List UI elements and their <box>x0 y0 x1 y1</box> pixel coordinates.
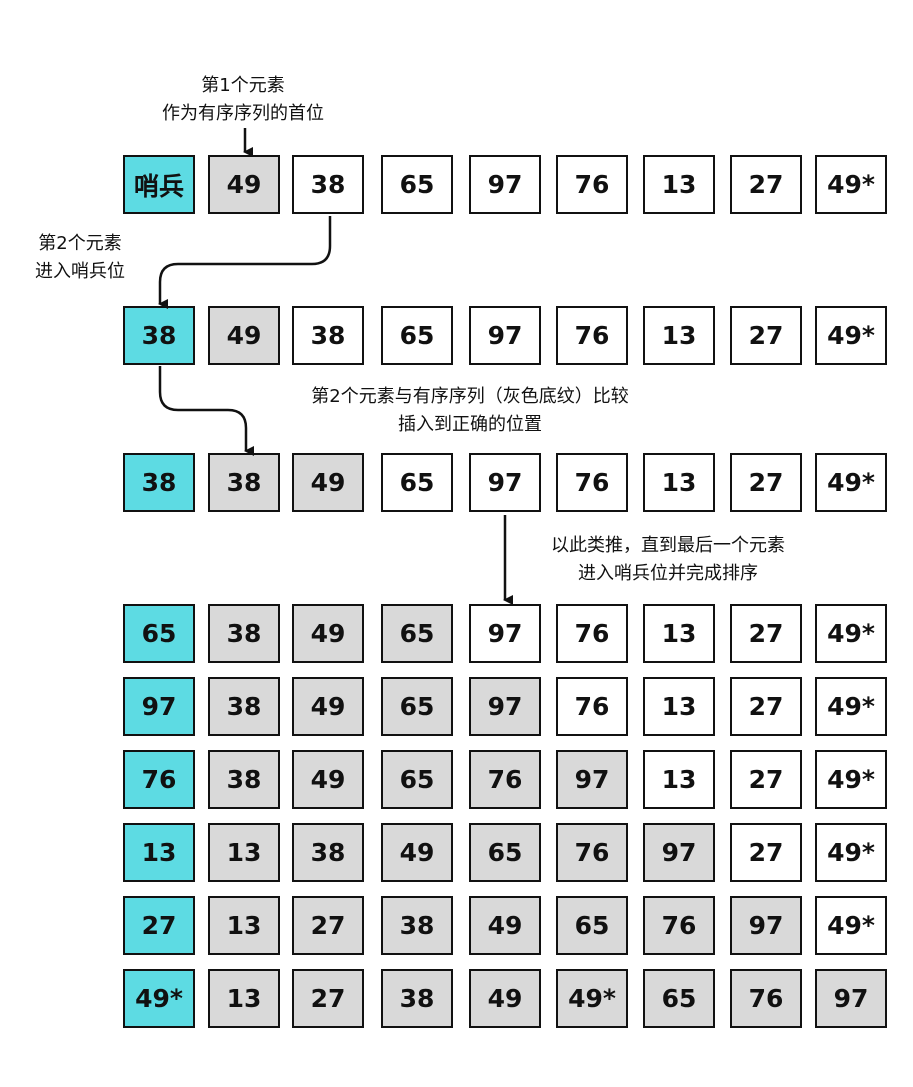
annotation-first-element: 第1个元素 作为有序序列的首位 <box>148 72 338 128</box>
sentinel-cell: 76 <box>123 750 195 809</box>
array-cell: 65 <box>556 896 628 955</box>
sentinel-cell: 哨兵 <box>123 155 195 214</box>
array-cell: 49 <box>292 677 364 736</box>
array-cell: 27 <box>730 306 802 365</box>
array-cell: 49 <box>208 306 280 365</box>
array-cell: 49 <box>381 823 453 882</box>
arrow-insert <box>158 366 254 456</box>
array-cell: 97 <box>469 155 541 214</box>
array-cell: 65 <box>381 453 453 512</box>
array-cell: 49* <box>815 896 887 955</box>
array-cell: 49* <box>556 969 628 1028</box>
array-cell: 97 <box>469 677 541 736</box>
array-cell: 65 <box>643 969 715 1028</box>
array-cell: 76 <box>556 155 628 214</box>
array-cell: 49 <box>208 155 280 214</box>
array-cell: 27 <box>292 896 364 955</box>
array-cell: 49 <box>292 453 364 512</box>
array-cell: 76 <box>556 677 628 736</box>
array-cell: 13 <box>643 677 715 736</box>
array-cell: 27 <box>730 604 802 663</box>
array-cell: 38 <box>208 750 280 809</box>
array-cell: 38 <box>381 896 453 955</box>
array-cell: 65 <box>381 604 453 663</box>
array-cell: 13 <box>643 604 715 663</box>
annotation-and-so-on: 以此类推，直到最后一个元素 进入哨兵位并完成排序 <box>518 532 818 588</box>
annotation-line: 进入哨兵位 <box>35 261 125 282</box>
array-cell: 13 <box>208 969 280 1028</box>
array-cell: 65 <box>381 155 453 214</box>
array-cell: 76 <box>556 604 628 663</box>
array-cell: 49* <box>815 750 887 809</box>
array-cell: 97 <box>469 306 541 365</box>
array-cell: 38 <box>292 155 364 214</box>
array-cell: 13 <box>643 306 715 365</box>
array-cell: 49 <box>292 750 364 809</box>
array-cell: 97 <box>469 604 541 663</box>
annotation-line: 作为有序序列的首位 <box>162 103 324 124</box>
annotation-line: 进入哨兵位并完成排序 <box>578 563 758 584</box>
annotation-second-to-sentinel: 第2个元素 进入哨兵位 <box>20 230 140 286</box>
array-cell: 38 <box>208 677 280 736</box>
array-cell: 97 <box>643 823 715 882</box>
sentinel-cell: 65 <box>123 604 195 663</box>
sentinel-cell: 97 <box>123 677 195 736</box>
array-cell: 49* <box>815 453 887 512</box>
array-cell: 49* <box>815 823 887 882</box>
array-cell: 65 <box>381 750 453 809</box>
array-cell: 27 <box>730 823 802 882</box>
array-cell: 27 <box>730 677 802 736</box>
sentinel-cell: 27 <box>123 896 195 955</box>
array-cell: 76 <box>469 750 541 809</box>
array-cell: 76 <box>556 306 628 365</box>
sentinel-cell: 38 <box>123 453 195 512</box>
array-cell: 76 <box>643 896 715 955</box>
array-cell: 49 <box>469 896 541 955</box>
annotation-line: 第2个元素与有序序列（灰色底纹）比较 <box>311 386 629 407</box>
array-cell: 13 <box>643 750 715 809</box>
array-cell: 76 <box>556 823 628 882</box>
annotation-line: 第1个元素 <box>201 75 285 96</box>
annotation-compare-insert: 第2个元素与有序序列（灰色底纹）比较 插入到正确的位置 <box>270 383 670 439</box>
sentinel-cell: 38 <box>123 306 195 365</box>
array-cell: 13 <box>643 155 715 214</box>
array-cell: 38 <box>381 969 453 1028</box>
array-cell: 49* <box>815 604 887 663</box>
array-cell: 97 <box>730 896 802 955</box>
array-cell: 38 <box>208 604 280 663</box>
array-cell: 65 <box>381 677 453 736</box>
array-cell: 38 <box>292 306 364 365</box>
array-cell: 27 <box>730 750 802 809</box>
array-cell: 13 <box>643 453 715 512</box>
array-cell: 97 <box>815 969 887 1028</box>
array-cell: 97 <box>469 453 541 512</box>
array-cell: 27 <box>730 453 802 512</box>
sentinel-cell: 49* <box>123 969 195 1028</box>
sentinel-cell: 13 <box>123 823 195 882</box>
array-cell: 27 <box>292 969 364 1028</box>
annotation-line: 插入到正确的位置 <box>398 414 542 435</box>
arrow-to-sentinel <box>158 216 332 309</box>
array-cell: 65 <box>469 823 541 882</box>
array-cell: 49* <box>815 306 887 365</box>
array-cell: 49* <box>815 155 887 214</box>
array-cell: 76 <box>556 453 628 512</box>
array-cell: 49 <box>292 604 364 663</box>
array-cell: 97 <box>556 750 628 809</box>
annotation-line: 第2个元素 <box>38 233 122 254</box>
array-cell: 38 <box>292 823 364 882</box>
array-cell: 13 <box>208 896 280 955</box>
annotation-line: 以此类推，直到最后一个元素 <box>551 535 785 556</box>
array-cell: 27 <box>730 155 802 214</box>
array-cell: 49 <box>469 969 541 1028</box>
array-cell: 65 <box>381 306 453 365</box>
array-cell: 49* <box>815 677 887 736</box>
array-cell: 13 <box>208 823 280 882</box>
array-cell: 76 <box>730 969 802 1028</box>
